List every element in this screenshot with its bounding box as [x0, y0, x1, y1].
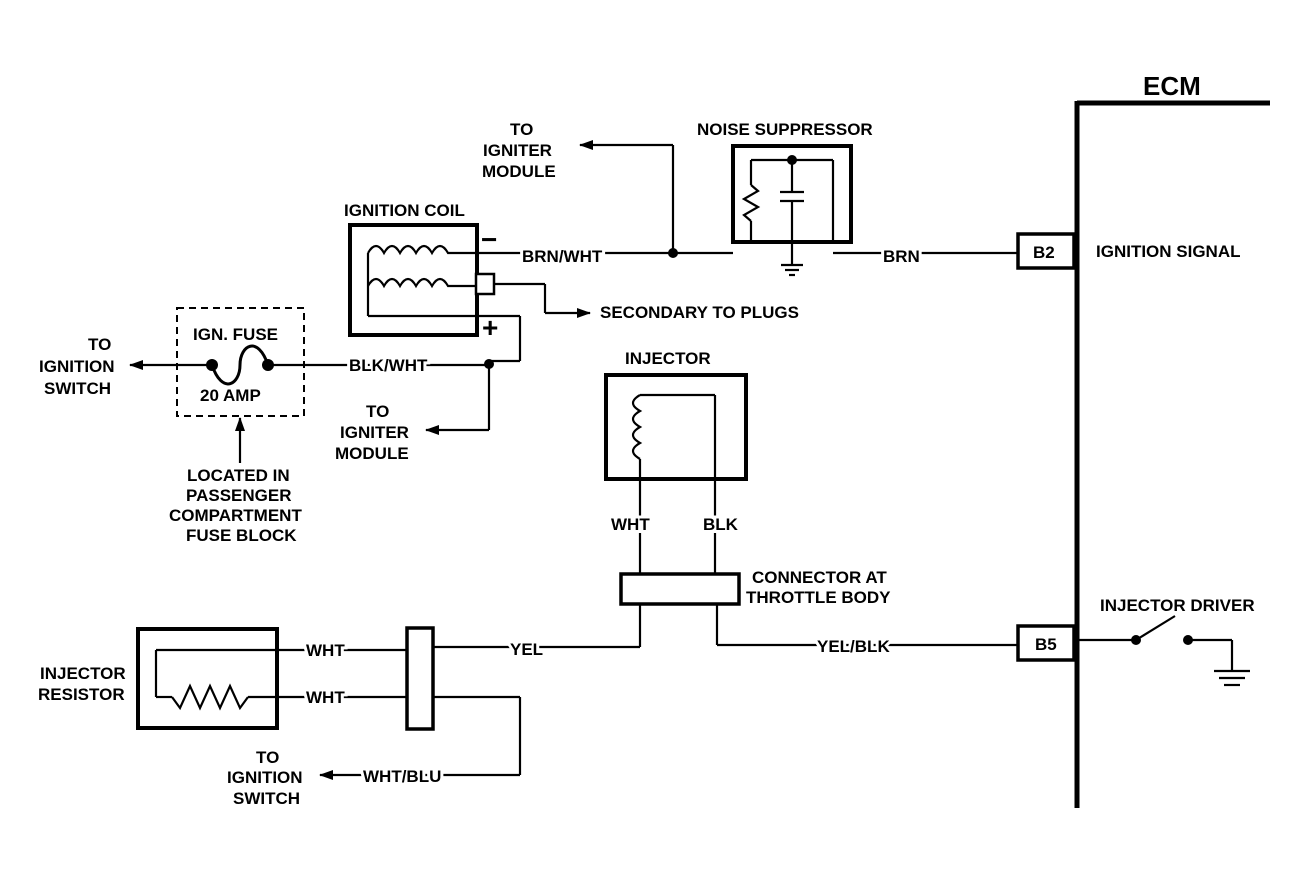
wire-secondary	[494, 282, 591, 318]
resistor-connector	[405, 626, 435, 731]
fuse-name: IGN. FUSE	[193, 325, 278, 344]
wire-label-wht-blu: WHT/BLU	[363, 767, 441, 786]
wire-label-brn-wht: BRN/WHT	[522, 247, 603, 266]
wire-label-wht-resistor-bottom: WHT	[306, 688, 345, 707]
ignition-coil: − +	[348, 223, 498, 343]
coil-positive-terminal: +	[482, 312, 498, 343]
connector-label-1: CONNECTOR AT	[752, 568, 887, 587]
svg-text:B2: B2	[1033, 243, 1055, 262]
ecm-pin-b2: B2	[1016, 232, 1076, 270]
wire-label-yel-blk: YEL/BLK	[817, 637, 890, 656]
noise-suppressor-label: NOISE SUPPRESSOR	[697, 120, 873, 139]
wire-coil-positive	[478, 314, 522, 363]
dest-secondary: SECONDARY TO PLUGS	[600, 303, 799, 322]
ignition-coil-label: IGNITION COIL	[344, 201, 465, 220]
dest-switch-left-3: SWITCH	[44, 379, 111, 398]
dest-igniter-bottom-2: IGNITER	[340, 423, 409, 442]
wire-yel	[433, 604, 642, 649]
dest-switch-bottom-1: TO	[256, 748, 279, 767]
dest-igniter-top-1: TO	[510, 120, 533, 139]
wire-wht-resistor	[277, 648, 407, 699]
wire-label-yel: YEL	[510, 640, 543, 659]
wire-label-blk-wht: BLK/WHT	[349, 356, 428, 375]
throttle-body-connector	[619, 572, 741, 606]
dest-igniter-bottom-1: TO	[366, 402, 389, 421]
dest-switch-bottom-3: SWITCH	[233, 789, 300, 808]
injector-resistor-label-2: RESISTOR	[38, 685, 125, 704]
injector	[604, 373, 748, 574]
injector-resistor-label-1: INJECTOR	[40, 664, 126, 683]
wire-label-brn: BRN	[883, 247, 920, 266]
injector-driver-switch-icon	[1077, 615, 1234, 670]
injector-driver-label: INJECTOR DRIVER	[1100, 596, 1255, 615]
dest-switch-bottom-2: IGNITION	[227, 768, 303, 787]
wire-wht-blu	[319, 695, 522, 780]
injector-resistor	[136, 627, 279, 730]
wire-blk-wht	[129, 359, 494, 370]
injector-label: INJECTOR	[625, 349, 711, 368]
ecm-title: ECM	[1143, 71, 1201, 101]
wire-brn-wht	[478, 248, 733, 258]
dest-igniter-bottom-3: MODULE	[335, 444, 409, 463]
fuse-rating: 20 AMP	[200, 386, 261, 405]
wire-label-wht-injector: WHT	[611, 515, 650, 534]
wire-label-wht-resistor-top: WHT	[306, 641, 345, 660]
ecm-block: ECM	[1074, 71, 1270, 808]
svg-text:B5: B5	[1035, 635, 1057, 654]
fuse-location-4: FUSE BLOCK	[186, 526, 297, 545]
wire-label-blk-injector: BLK	[703, 515, 739, 534]
wire-to-igniter-module-top	[579, 140, 675, 253]
ground-icon	[1214, 669, 1250, 687]
fuse-location-1: LOCATED IN	[187, 466, 290, 485]
wire-yel-blk	[715, 604, 1018, 647]
connector-label-2: THROTTLE BODY	[746, 588, 891, 607]
dest-switch-left-1: TO	[88, 335, 111, 354]
noise-suppressor	[731, 144, 853, 277]
fuse-location-2: PASSENGER	[186, 486, 292, 505]
dest-switch-left-2: IGNITION	[39, 357, 115, 376]
ecm-pin-b5: B5	[1016, 624, 1076, 662]
dest-igniter-top-2: IGNITER	[483, 141, 552, 160]
ignition-signal-label: IGNITION SIGNAL	[1096, 242, 1241, 261]
fuse-location-3: COMPARTMENT	[169, 506, 302, 525]
dest-igniter-top-3: MODULE	[482, 162, 556, 181]
wire-to-igniter-module-bottom	[425, 364, 491, 435]
coil-negative-terminal: −	[481, 224, 497, 255]
